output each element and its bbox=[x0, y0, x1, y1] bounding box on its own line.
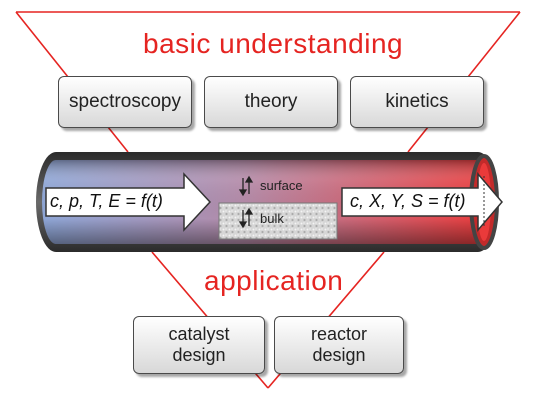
bulk-block bbox=[218, 202, 338, 240]
right-arrow bbox=[341, 171, 503, 233]
left-arrow-label: c, p, T, E = f(t) bbox=[50, 191, 163, 211]
box-kinetics: kinetics bbox=[350, 76, 484, 128]
title-application: application bbox=[204, 265, 344, 296]
surface-label: surface bbox=[260, 178, 303, 193]
updown-arrow-icon bbox=[238, 175, 254, 229]
left-arrow bbox=[45, 172, 212, 232]
box-theory: theory bbox=[204, 76, 338, 128]
right-arrow-label: c, X, Y, S = f(t) bbox=[350, 191, 466, 211]
title-basic-understanding: basic understanding bbox=[143, 28, 404, 59]
box-spectroscopy: spectroscopy bbox=[58, 76, 192, 128]
bulk-label: bulk bbox=[260, 211, 284, 226]
